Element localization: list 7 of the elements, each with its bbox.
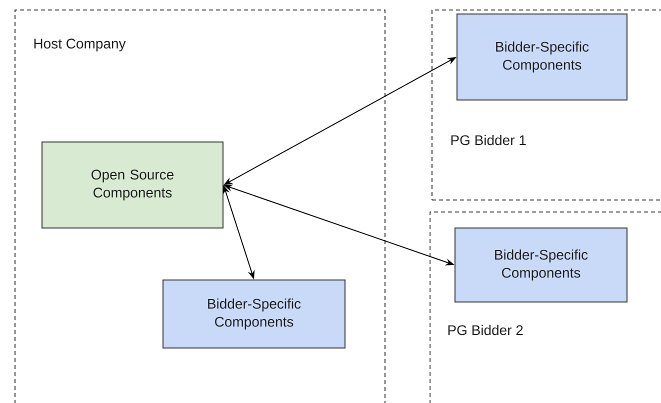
- component-box: Bidder-Specific Components: [454, 227, 628, 302]
- region-label: Host Company: [34, 38, 126, 52]
- region-label: PG Bidder 2: [448, 324, 523, 336]
- region-label: PG Bidder 1: [451, 134, 526, 146]
- component-box: Open Source Components: [42, 141, 224, 228]
- component-box: Bidder-Specific Components: [162, 279, 346, 348]
- component-box: Bidder-Specific Components: [456, 14, 628, 100]
